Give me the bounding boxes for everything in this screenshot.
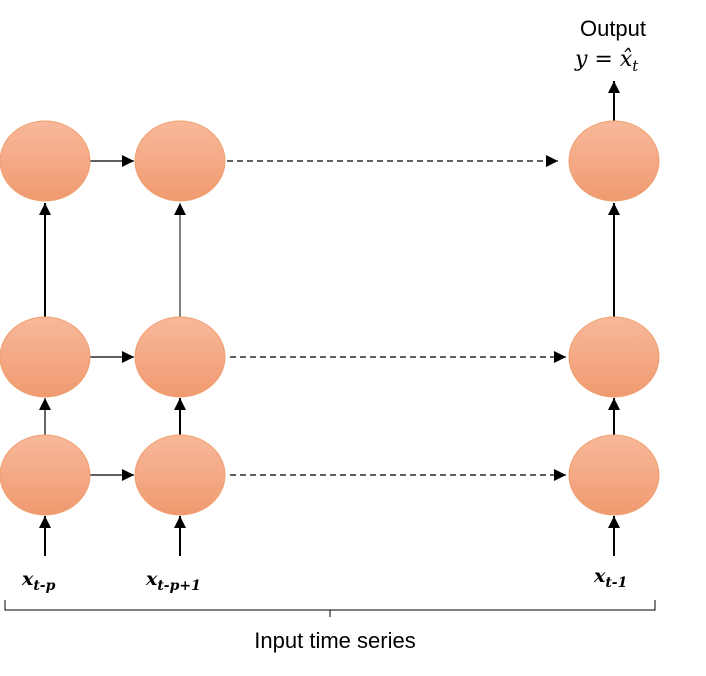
output-label: Output [580, 16, 646, 41]
output-formula: y = x̂t [574, 47, 639, 75]
node-l3-col3 [568, 120, 660, 202]
input-label-col2: xt-p+1 [145, 568, 201, 594]
node-l1-col3 [568, 434, 660, 516]
input-label-col1: xt-p [21, 568, 56, 594]
node-l2-col2 [134, 316, 226, 398]
node-l1-col2 [134, 434, 226, 516]
node-l3-col1 [0, 120, 91, 202]
node-l2-col1 [0, 316, 91, 398]
node-l1-col1 [0, 434, 91, 516]
input-series-caption: Input time series [254, 628, 415, 653]
input-label-col3: xt-1 [593, 565, 627, 591]
node-l2-col3 [568, 316, 660, 398]
node-l3-col2 [134, 120, 226, 202]
input-bracket [4, 600, 656, 617]
